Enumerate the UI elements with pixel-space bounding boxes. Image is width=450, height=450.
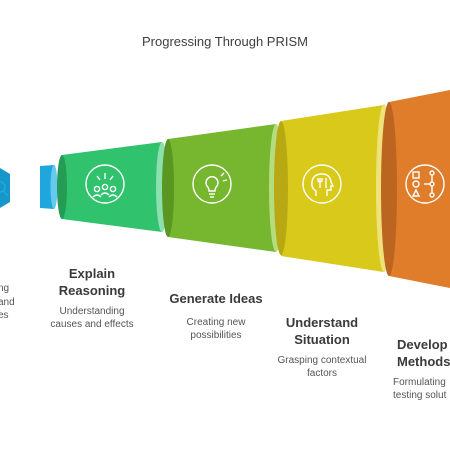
stage-1-desc-line-1: ng	[0, 283, 10, 294]
explain-reasoning-label: Explain Reasoning Understanding causes a…	[40, 265, 144, 331]
generate-ideas-heading-1: Generate Ideas	[169, 291, 263, 306]
segment-stage-1	[0, 165, 58, 209]
develop-methods-heading-2: Methods	[397, 354, 450, 369]
generate-ideas-desc-2: possibilities	[190, 330, 242, 341]
magnifier-icon	[0, 181, 9, 197]
develop-methods-label: Develop Methods Formulating testing solu…	[393, 336, 450, 402]
stage-1-desc-line-2: and	[0, 296, 15, 308]
understand-situation-heading-2: Situation	[294, 332, 350, 347]
understand-situation-desc-1: Grasping contextual	[277, 355, 367, 366]
lightbulb-icon	[192, 164, 232, 204]
people-ideas-icon	[85, 164, 125, 204]
explain-reasoning-desc-1: Understanding	[59, 306, 125, 317]
generate-ideas-desc-1: Creating new	[186, 317, 246, 328]
generate-ideas-label: Generate Ideas Creating new possibilitie…	[158, 290, 274, 342]
explain-reasoning-desc-2: causes and effects	[50, 319, 134, 330]
methods-shapes-icon	[405, 164, 445, 204]
diagram-title: Progressing Through PRISM	[142, 34, 308, 49]
segment-develop-methods	[381, 89, 450, 289]
segment-generate-ideas	[162, 124, 283, 252]
understand-situation-label: Understand Situation Grasping contextual…	[266, 314, 378, 380]
understand-situation-heading-1: Understand	[285, 315, 359, 330]
segment-explain-reasoning	[57, 142, 168, 232]
develop-methods-desc-1: Formulating	[393, 377, 446, 388]
head-tools-icon	[302, 164, 342, 204]
segment-understand-situation	[274, 104, 392, 272]
understand-situation-desc-2: factors	[306, 368, 337, 379]
explain-reasoning-heading-2: Reasoning	[58, 283, 126, 298]
explain-reasoning-heading-1: Explain	[68, 266, 116, 281]
stage-1-label: ng and es	[0, 282, 18, 323]
develop-methods-desc-2: testing solut	[393, 390, 447, 401]
develop-methods-heading-1: Develop	[397, 337, 448, 352]
stage-1-desc-line-3: es	[0, 310, 9, 321]
